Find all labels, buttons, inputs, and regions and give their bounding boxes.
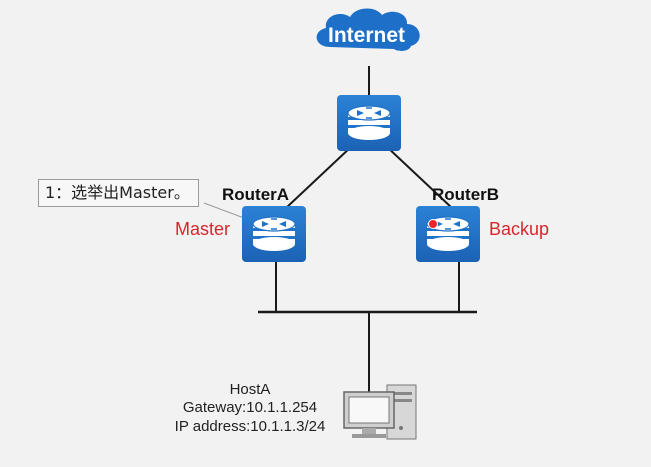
master-role-label: Master: [175, 219, 231, 239]
router-b-status-dot: [428, 219, 438, 229]
host-gateway: Gateway:10.1.1.254: [182, 399, 318, 416]
link-core-routerb: [385, 145, 453, 209]
host-ip: IP address:10.1.1.3/24: [174, 418, 326, 435]
link-core-routera: [285, 145, 353, 209]
router-b-icon: [415, 205, 481, 263]
router-b-label: RouterB: [432, 185, 500, 204]
election-callout: 1：选举出Master。: [38, 179, 199, 207]
backup-role-label: Backup: [489, 219, 550, 239]
router-a-label: RouterA: [222, 185, 290, 204]
core-router-icon: [336, 94, 402, 152]
cloud-icon: [316, 8, 420, 51]
host-name: HostA: [229, 381, 271, 398]
router-a-icon: [241, 205, 307, 263]
pc-icon: [343, 384, 417, 440]
internet-label: Internet: [328, 24, 406, 47]
